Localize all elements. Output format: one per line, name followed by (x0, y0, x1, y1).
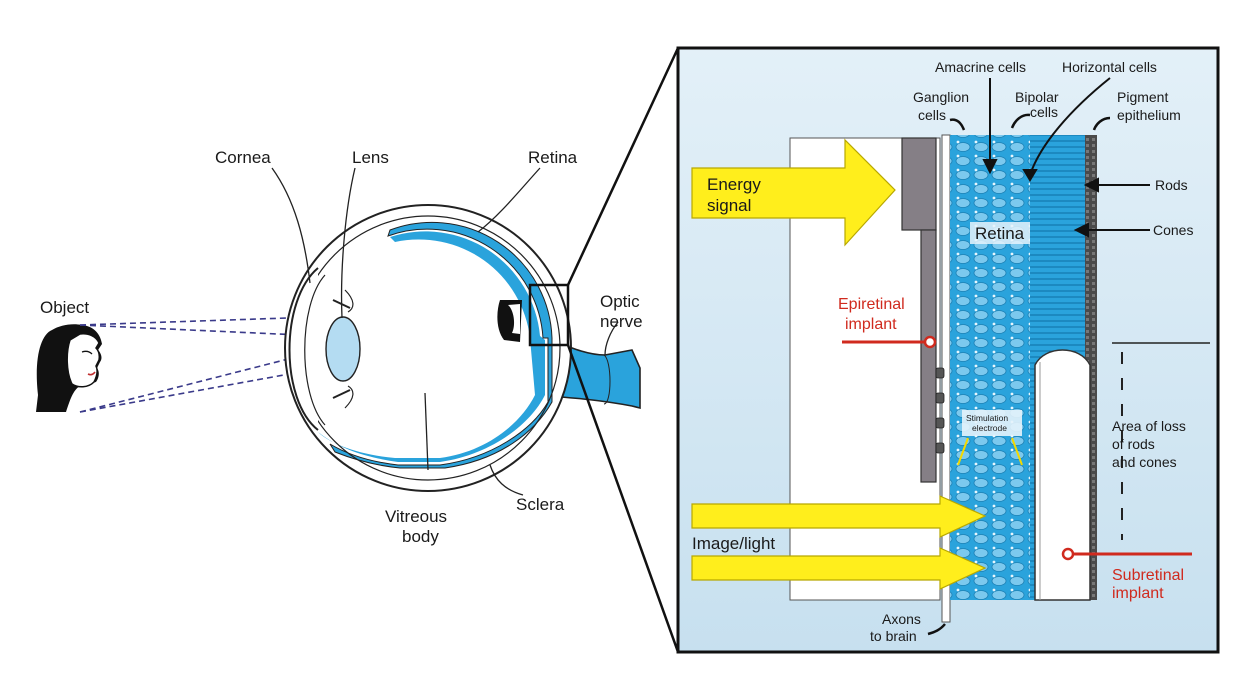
label-rods: Rods (1155, 177, 1188, 193)
label-epiretinal-1: Epiretinal (838, 296, 905, 313)
label-area-loss-1: Area of loss (1112, 418, 1186, 434)
cornea (288, 267, 319, 431)
label-energy-1: Energy (707, 175, 761, 194)
subretinal-implant (1034, 349, 1091, 601)
label-axons-2: to brain (870, 628, 917, 644)
label-object: Object (40, 298, 89, 317)
label-image-light: Image/light (692, 534, 775, 553)
image-light-arrow-1 (691, 495, 987, 538)
label-pigment-2: epithelium (1117, 107, 1181, 123)
zoom-box (528, 283, 570, 347)
eye-leaders (271, 167, 619, 496)
label-ganglion-1: Ganglion (913, 89, 969, 105)
label-lens: Lens (352, 148, 389, 167)
eyeball (284, 204, 641, 492)
lens (325, 316, 361, 382)
label-area-loss-3: and cones (1112, 454, 1177, 470)
label-stim-2: electrode (972, 423, 1007, 433)
subretinal-marker (1061, 547, 1075, 561)
label-optic-nerve-2: nerve (600, 312, 643, 331)
label-stim-1: Stimulation (966, 413, 1008, 423)
label-energy-2: signal (707, 196, 751, 215)
label-retina: Retina (528, 148, 578, 167)
label-vitreous-1: Vitreous (385, 507, 447, 526)
zoom-line-top (566, 47, 680, 286)
label-bipolar-1: Bipolar (1015, 89, 1059, 105)
label-subretinal-1: Subretinal (1112, 567, 1184, 584)
label-optic-nerve-1: Optic (600, 292, 640, 311)
label-vitreous-2: body (402, 527, 439, 546)
inverted-image (497, 300, 522, 342)
label-axons-1: Axons (882, 611, 921, 627)
epiretinal-device-head (901, 137, 937, 231)
label-epiretinal-2: implant (845, 316, 897, 333)
label-area-loss-2: of rods (1112, 436, 1155, 452)
label-ganglion-2: cells (918, 107, 946, 123)
epiretinal-device-strip (920, 229, 937, 483)
label-cones: Cones (1153, 222, 1193, 238)
label-cornea: Cornea (215, 148, 271, 167)
label-horizontal: Horizontal cells (1062, 59, 1157, 75)
label-sclera: Sclera (516, 495, 565, 514)
label-bipolar-2: cells (1030, 104, 1058, 120)
epiretinal-marker (923, 335, 937, 349)
image-light-arrow-2 (691, 547, 987, 590)
label-pigment-1: Pigment (1117, 89, 1168, 105)
inset-panel (676, 46, 1220, 654)
label-subretinal-2: implant (1112, 585, 1164, 602)
head-silhouette (36, 324, 102, 412)
label-amacrine: Amacrine cells (935, 59, 1026, 75)
label-inset-retina: Retina (975, 224, 1025, 243)
energy-signal-arrow (691, 138, 896, 247)
retina-cell-layer (950, 135, 1030, 600)
zoom-line-bottom (566, 344, 680, 653)
